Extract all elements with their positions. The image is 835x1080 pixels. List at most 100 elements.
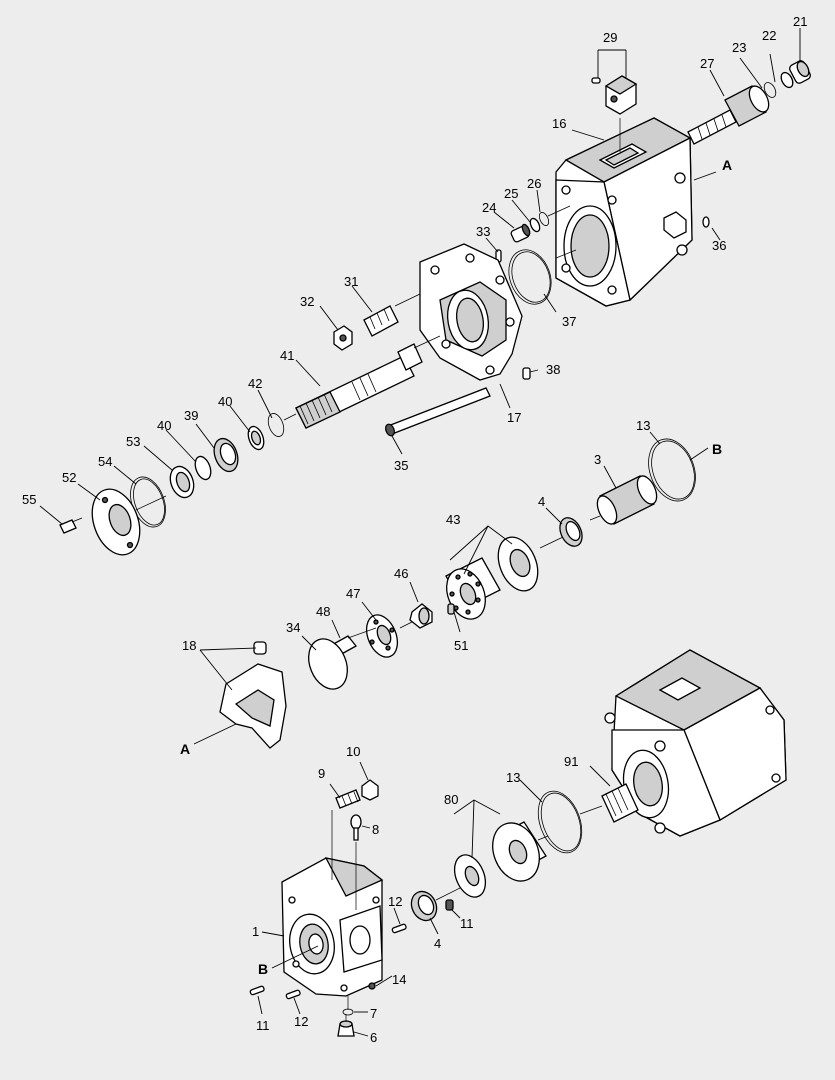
callout-37: 37 [562,314,576,329]
callout-13-top: 13 [636,418,650,433]
callout-91: 91 [564,754,578,769]
callout-27: 27 [700,56,714,71]
callout-4-top: 4 [538,494,545,509]
callout-31: 31 [344,274,358,289]
part-34-shoe-plate [308,638,348,690]
part-10-nut [361,779,379,801]
part-37-o-ring [508,249,552,305]
part-13-o-ring-lower [537,790,583,854]
callout-leader-lines [39,28,801,1037]
part-43-valve-plate [497,536,539,592]
part-42-snap-ring [267,413,285,437]
callout-21: 21 [793,14,807,29]
callout-17: 17 [507,410,521,425]
callout-29: 29 [603,30,617,45]
part-12-pin-left [285,989,301,1000]
callout-22: 22 [762,28,776,43]
callout-33: 33 [476,224,490,239]
part-29-servo-block [591,75,638,115]
callout-14: 14 [392,972,406,987]
callout-41: 41 [280,348,294,363]
callout-48: 48 [316,604,330,619]
part-9-screw [335,789,361,809]
callout-A-top: A [722,157,732,173]
callout-16: 16 [552,116,566,131]
callout-7: 7 [370,1006,377,1021]
callout-54: 54 [98,454,112,469]
part-1-valve-block [281,857,384,997]
callout-B-lower: B [258,961,268,977]
callout-46: 46 [394,566,408,581]
callout-4-lower: 4 [434,936,441,951]
part-16-pump-casing [555,117,693,307]
callout-8: 8 [372,822,379,837]
part-36-plug [702,216,710,228]
callout-12-right: 12 [388,894,402,909]
part-53-oil-seal [169,465,195,499]
callout-80: 80 [444,792,458,807]
part-43-cylinder-block [445,557,501,620]
callout-42: 42 [248,376,262,391]
callout-43: 43 [446,512,460,527]
callout-9: 9 [318,766,325,781]
callout-36: 36 [712,238,726,253]
part-47-retainer-plate [365,614,399,658]
assembly-axis-lines [135,118,621,1022]
callout-24: 24 [482,200,496,215]
callout-B-top: B [712,441,722,457]
part-23-o-ring [763,82,777,98]
callout-53: 53 [126,434,140,449]
callout-25: 25 [504,186,518,201]
part-40-spacer-upper [247,425,265,451]
callout-35: 35 [394,458,408,473]
callout-32: 32 [300,294,314,309]
callout-52: 52 [62,470,76,485]
part-11-pin-right [445,899,454,911]
part-80-cylinder-set [453,821,547,898]
callout-18: 18 [182,638,196,653]
part-46-spherical-bush [409,603,433,629]
part-22-washer [780,71,794,89]
part-51-spring [447,603,455,615]
part-27-adjust-screw [687,85,770,145]
callout-23: 23 [732,40,746,55]
callout-3: 3 [594,452,601,467]
part-13-o-ring-top [648,438,696,502]
part-55-screw [59,517,83,534]
callout-34: 34 [286,620,300,635]
part-6-plug [337,1020,355,1037]
part-3-bushing [596,475,658,525]
part-4-bearing-top [559,517,583,547]
part-41-drive-shaft [295,343,423,429]
part-39-bearing [213,437,239,473]
part-18-swash-plate [219,641,287,749]
callout-51: 51 [454,638,468,653]
callout-10: 10 [346,744,360,759]
part-24-plug [510,223,531,243]
callout-12-left: 12 [294,1014,308,1029]
callout-40-upper: 40 [218,394,232,409]
part-52-seal-cover [91,488,141,556]
part-31-adjust-screw [363,305,399,337]
callout-47: 47 [346,586,360,601]
callout-13-lower: 13 [506,770,520,785]
callout-A-lower: A [180,741,190,757]
part-40-spacer-lower [194,455,212,481]
part-4-bearing-lower [410,890,438,922]
callout-labels: 21 22 23 27 29 16 A 26 25 24 36 33 31 32… [22,14,807,1045]
part-8-eye-bolt [350,814,362,841]
part-26-o-ring [538,212,550,226]
part-35-through-bolt [385,387,491,437]
callout-11-right: 11 [460,916,474,931]
part-21-plug [789,60,811,84]
part-91-spline-shaft [601,783,639,823]
callout-39: 39 [184,408,198,423]
part-32-nut [333,325,353,351]
assembled-pump-unit [604,649,787,837]
part-14-plug [368,982,376,990]
callout-26: 26 [527,176,541,191]
part-17-pump-cover [419,243,523,381]
callout-55: 55 [22,492,36,507]
callout-38: 38 [546,362,560,377]
